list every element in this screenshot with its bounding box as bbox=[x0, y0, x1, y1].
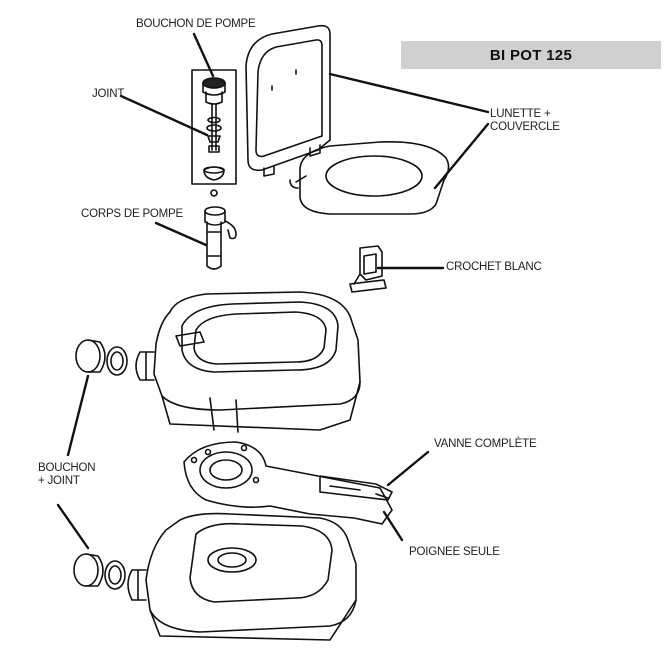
label-seat-lid-line2: COUVERCLE bbox=[490, 121, 560, 133]
cap-lower bbox=[73, 553, 126, 590]
valve-assembly bbox=[183, 441, 393, 525]
pump-cap-assembly bbox=[191, 69, 237, 185]
label-complete-valve: VANNE COMPLÈTE bbox=[434, 438, 537, 450]
label-handle-only: POIGNEE SEULE bbox=[409, 546, 500, 558]
title-bar: BI POT 125 bbox=[401, 41, 661, 69]
upper-tank bbox=[135, 291, 361, 433]
label-white-hook: CROCHET BLANC bbox=[446, 261, 542, 273]
seat-and-lid bbox=[245, 24, 450, 215]
label-seal: JOINT bbox=[92, 88, 125, 100]
label-pump-body: CORPS DE POMPE bbox=[81, 208, 183, 220]
white-hook bbox=[349, 245, 387, 293]
lower-tank bbox=[127, 512, 357, 641]
cap-upper bbox=[75, 339, 128, 376]
label-seat-lid-line1: LUNETTE + bbox=[490, 108, 551, 120]
pump-body bbox=[204, 206, 237, 270]
leader-lines bbox=[56, 32, 490, 550]
label-cap-seal-line2: + JOINT bbox=[38, 475, 80, 487]
label-pump-cap: BOUCHON DE POMPE bbox=[136, 18, 256, 30]
diagram-title: BI POT 125 bbox=[489, 46, 573, 64]
label-cap-seal-line1: BOUCHON bbox=[38, 462, 96, 474]
